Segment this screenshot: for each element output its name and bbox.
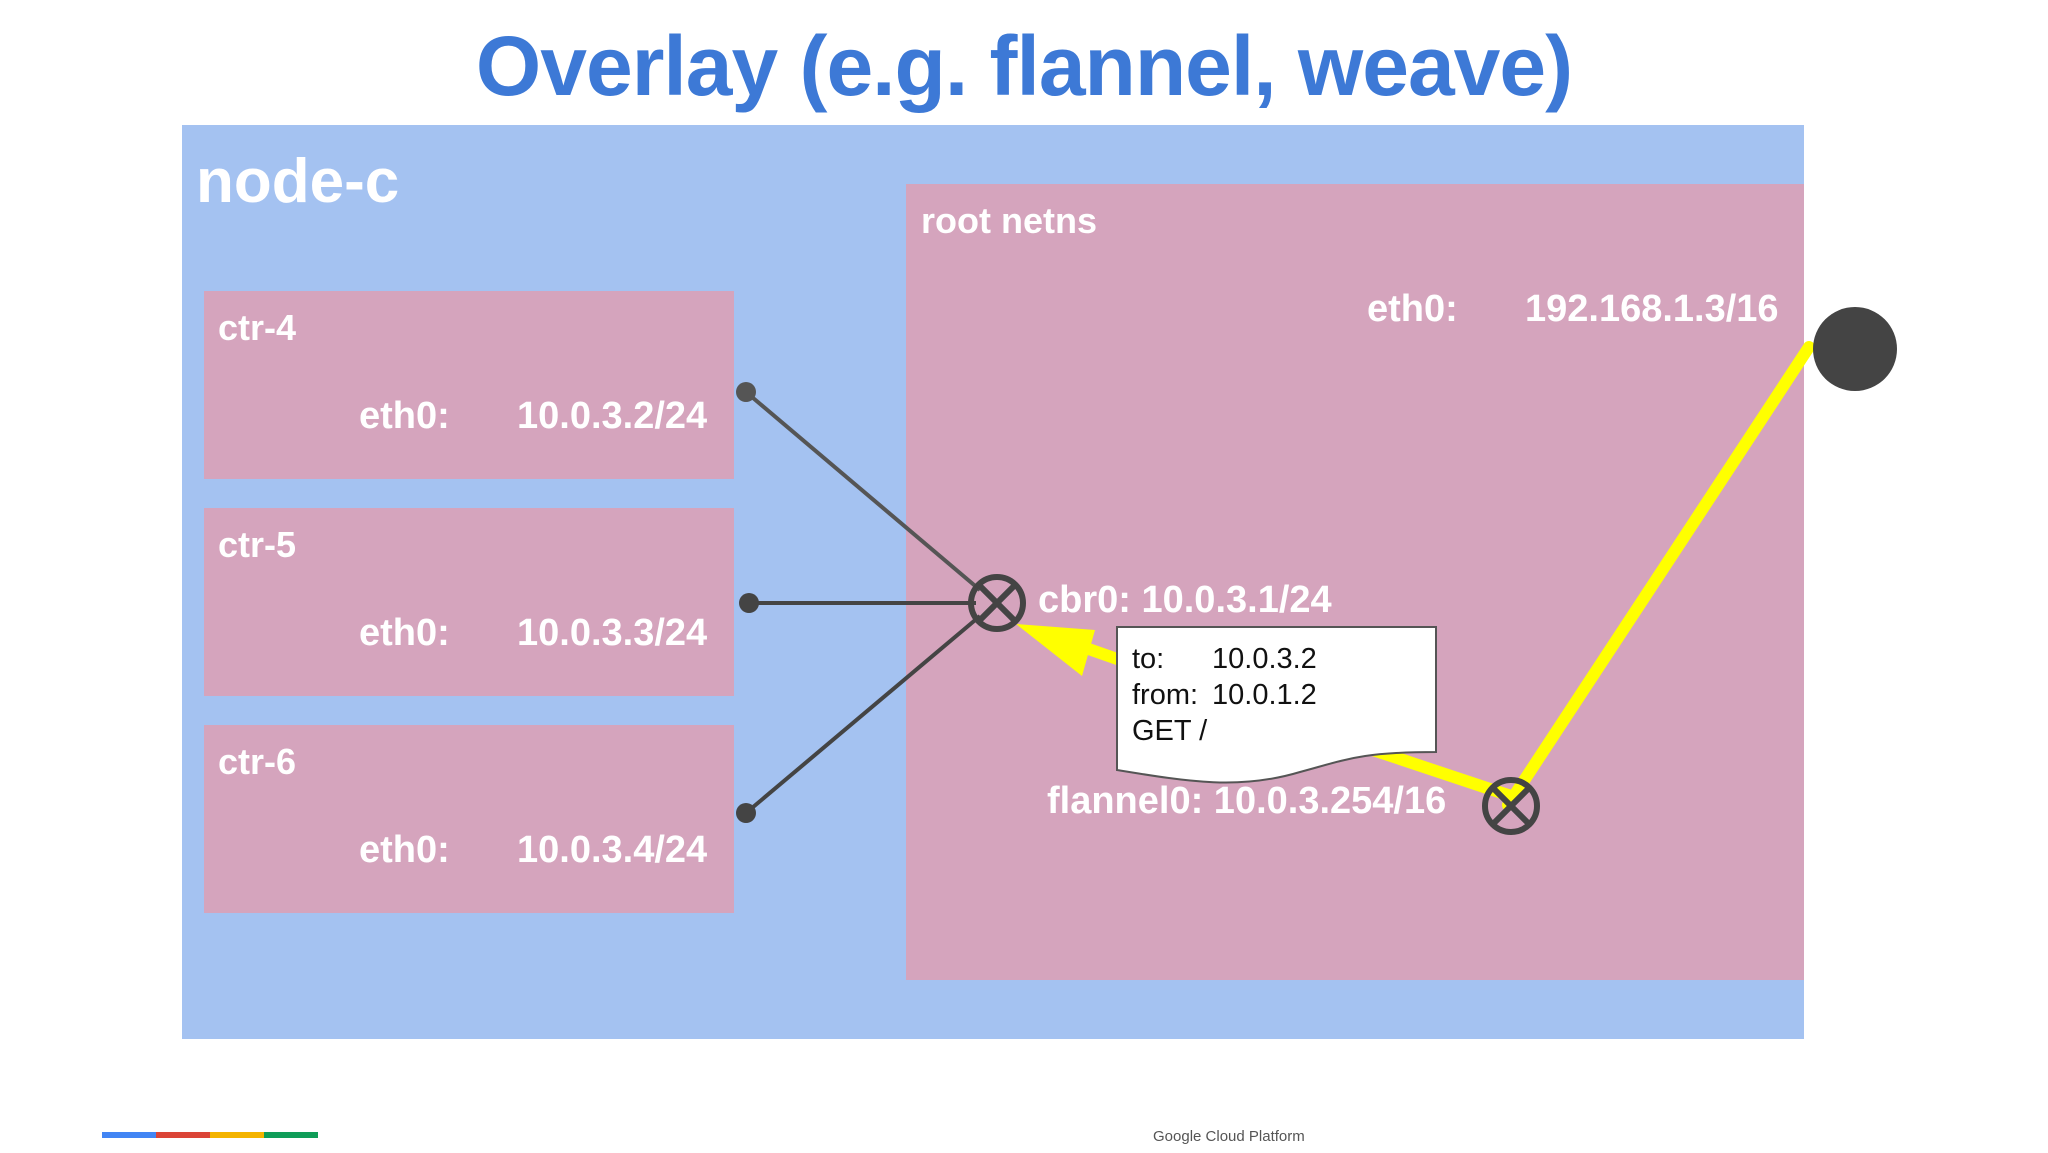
container-ctr-5: ctr-5 eth0: 10.0.3.3/24 <box>204 508 734 696</box>
packet-arrow-head <box>1016 624 1095 676</box>
google-color-bar-blue <box>102 1132 156 1138</box>
packet-to-label: to: <box>1132 643 1165 675</box>
packet-to-value: 10.0.3.2 <box>1212 643 1317 675</box>
root-eth0-name: eth0: <box>1367 288 1458 330</box>
google-color-bar-yellow <box>210 1132 264 1138</box>
node-label: node-c <box>196 147 400 216</box>
footer-brand: Google Cloud Platform <box>1153 1128 1305 1145</box>
container-name: ctr-4 <box>218 307 297 348</box>
packet-document <box>1116 626 1437 784</box>
container-ctr-4: ctr-4 eth0: 10.0.3.2/24 <box>204 291 734 479</box>
tunnel-cross-icon <box>1482 777 1540 835</box>
container-iface-ip: 10.0.3.2/24 <box>517 395 708 437</box>
container-iface-ip: 10.0.3.3/24 <box>517 612 708 654</box>
veth-endpoint-dot <box>736 382 756 402</box>
veth-endpoint-dot <box>739 593 759 613</box>
packet-from-label: from: <box>1132 679 1199 711</box>
google-color-bar-red <box>156 1132 210 1138</box>
packet-from-value: 10.0.1.2 <box>1212 679 1317 711</box>
flannel0-label: flannel0: 10.0.3.254/16 <box>1047 780 1447 822</box>
cbr0-label: cbr0: 10.0.3.1/24 <box>1038 579 1332 621</box>
container-iface-ip: 10.0.3.4/24 <box>517 829 708 871</box>
root-eth0-ip: 192.168.1.3/16 <box>1525 288 1779 330</box>
container-ctr-6: ctr-6 eth0: 10.0.3.4/24 <box>204 725 734 913</box>
root-netns-label: root netns <box>921 200 1097 241</box>
slide-title: Overlay (e.g. flannel, weave) <box>475 19 1573 113</box>
veth-endpoint-dot <box>736 803 756 823</box>
google-color-bar-green <box>264 1132 318 1138</box>
external-interface-dot-icon <box>1813 307 1897 391</box>
container-iface-name: eth0: <box>359 612 450 654</box>
container-iface-name: eth0: <box>359 395 450 437</box>
veth-links <box>736 382 982 823</box>
container-name: ctr-5 <box>218 524 297 565</box>
packet-method: GET / <box>1132 715 1208 747</box>
container-name: ctr-6 <box>218 741 297 782</box>
packet-path <box>1016 341 1815 811</box>
bridge-cross-icon <box>968 574 1026 632</box>
container-iface-name: eth0: <box>359 829 450 871</box>
